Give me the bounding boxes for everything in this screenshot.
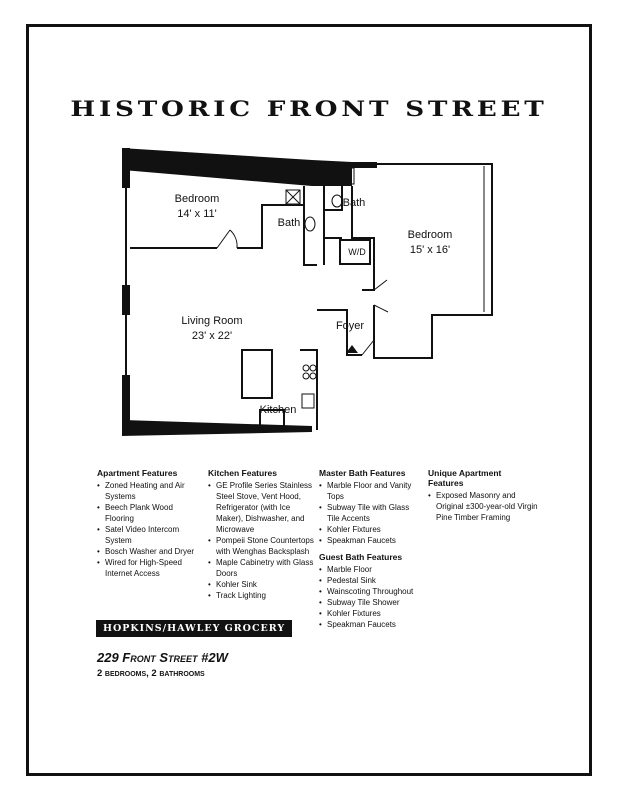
list-item: Kohler Fixtures <box>319 524 423 535</box>
list-item: Beech Plank Wood Flooring <box>97 502 203 524</box>
apartment-features-heading: Apartment Features <box>97 468 178 478</box>
list-item: Kohler Fixtures <box>319 608 423 619</box>
room-label-bedroom-2: Bedroom <box>408 229 453 241</box>
list-item: GE Profile Series Stainless Steel Stove,… <box>208 480 314 535</box>
room-labels: Bedroom 14' x 11' Bath Bath W/D Bedroom … <box>175 193 453 416</box>
unique-features: Unique Apartment Features Exposed Masonr… <box>428 468 538 529</box>
room-label-bath-2: Bath <box>343 197 366 209</box>
page-border <box>26 24 592 776</box>
room-label-bath-1: Bath <box>278 217 301 229</box>
page-title: HISTORIC FRONT STREET <box>70 96 548 121</box>
bath-features: Master Bath Features Marble Floor and Va… <box>319 468 423 636</box>
room-size-living-room: 23' x 22' <box>192 330 232 342</box>
master-bath-heading: Master Bath Features <box>319 468 406 478</box>
room-label-foyer: Foyer <box>336 320 364 332</box>
list-item: Pedestal Sink <box>319 575 423 586</box>
floor-plan-lines <box>125 163 493 430</box>
room-size-bedroom-1: 14' x 11' <box>177 208 216 220</box>
room-size-bedroom-2: 15' x 16' <box>410 244 450 256</box>
kitchen-features: Kitchen Features GE Profile Series Stain… <box>208 468 314 607</box>
list-item: Marble Floor and Vanity Tops <box>319 480 423 502</box>
apartment-features: Apartment Features Zoned Heating and Air… <box>97 468 203 585</box>
unique-features-heading: Unique Apartment Features <box>428 468 502 488</box>
room-label-bedroom-1: Bedroom <box>175 193 220 205</box>
room-label-kitchen: Kitchen <box>260 404 297 416</box>
list-item: Exposed Masonry and Original ±300-year-o… <box>428 490 538 523</box>
list-item: Satel Video Intercom System <box>97 524 203 546</box>
guest-bath-heading: Guest Bath Features <box>319 552 403 562</box>
list-item: Track Lighting <box>208 590 314 601</box>
list-item: Pompeii Stone Countertops with Wenghas B… <box>208 535 314 557</box>
list-item: Kohler Sink <box>208 579 314 590</box>
floor-plan-walls <box>122 148 377 436</box>
unit-summary: 2 bedrooms, 2 bathrooms <box>97 668 205 679</box>
building-name-banner: HOPKINS/HAWLEY GROCERY <box>96 620 293 637</box>
entry-marker <box>346 345 358 353</box>
list-item: Subway Tile with Glass Tile Accents <box>319 502 423 524</box>
list-item: Wired for High-Speed Internet Access <box>97 557 203 579</box>
list-item: Maple Cabinetry with Glass Doors <box>208 557 314 579</box>
floor-plan-fixtures <box>285 167 355 409</box>
list-item: Bosch Washer and Dryer <box>97 546 203 557</box>
unit-address: 229 Front Street #2W <box>97 650 228 665</box>
kitchen-features-heading: Kitchen Features <box>208 468 277 478</box>
room-label-wd: W/D <box>348 247 366 257</box>
floor-plan: Bedroom 14' x 11' Bath Bath W/D Bedroom … <box>122 148 493 436</box>
list-item: Zoned Heating and Air Systems <box>97 480 203 502</box>
list-item: Subway Tile Shower <box>319 597 423 608</box>
room-label-living-room: Living Room <box>181 315 242 327</box>
list-item: Marble Floor <box>319 564 423 575</box>
floor-plan-doors <box>216 229 389 356</box>
list-item: Speakman Faucets <box>319 535 423 546</box>
list-item: Wainscoting Throughout <box>319 586 423 597</box>
features-section: Apartment Features Zoned Heating and Air… <box>0 468 618 638</box>
list-item: Speakman Faucets <box>319 619 423 630</box>
